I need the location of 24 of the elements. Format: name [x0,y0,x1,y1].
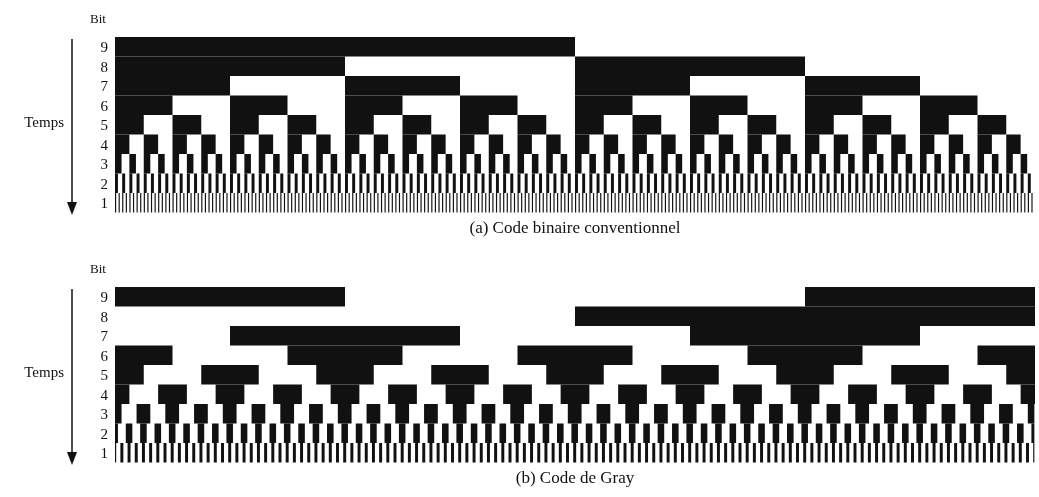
bit-number: 6 [100,98,108,114]
bit-number: 9 [100,40,108,55]
axis-label: Bit [90,262,106,275]
bit-number: 3 [100,157,108,172]
bit-number: 5 [100,118,108,133]
bit-number: 1 [100,196,108,211]
axis-label: Temps [24,365,64,380]
bit-number: 1 [100,446,108,461]
bit-number: 2 [100,176,108,192]
bit-number: 9 [100,290,108,305]
bit-number: 6 [100,348,108,364]
bit-number: 5 [100,368,108,383]
axis-label: Temps [24,115,64,130]
panel-caption: (b) Code de Gray [515,469,635,486]
bit-number: 4 [100,137,108,153]
bit-number: 7 [100,79,108,94]
bit-number: 2 [100,426,108,442]
bit-number: 8 [100,59,108,75]
bit-number: 7 [100,329,108,344]
bit-number: 3 [100,407,108,422]
panel-caption: (a) Code binaire conventionnel [469,219,681,236]
bit-number: 8 [100,309,108,325]
bit-number: 4 [100,387,108,403]
axis-label: Bit [90,12,106,25]
